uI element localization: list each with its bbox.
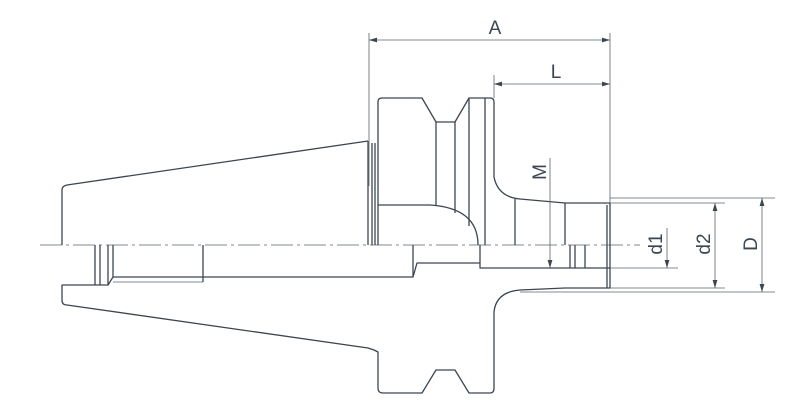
dimension-label-d1: d1: [646, 233, 667, 254]
dimension-label-d2: d2: [694, 233, 715, 254]
dimension-label-l: L: [551, 62, 562, 83]
dimension-label-m: M: [530, 164, 551, 180]
dimension-big-d: D: [520, 197, 775, 293]
section-hatched: [61, 262, 611, 394]
bore-details: [94, 245, 611, 285]
dimension-l: L: [493, 62, 610, 98]
dimension-label-big-d: D: [741, 237, 762, 251]
dimension-label-a: A: [489, 18, 502, 39]
dimension-m: M: [530, 158, 553, 268]
dimension-d2: d2: [610, 202, 725, 289]
upper-outline: [61, 97, 611, 288]
dimension-d1: d1: [610, 228, 678, 269]
dimension-a: A: [368, 18, 611, 203]
